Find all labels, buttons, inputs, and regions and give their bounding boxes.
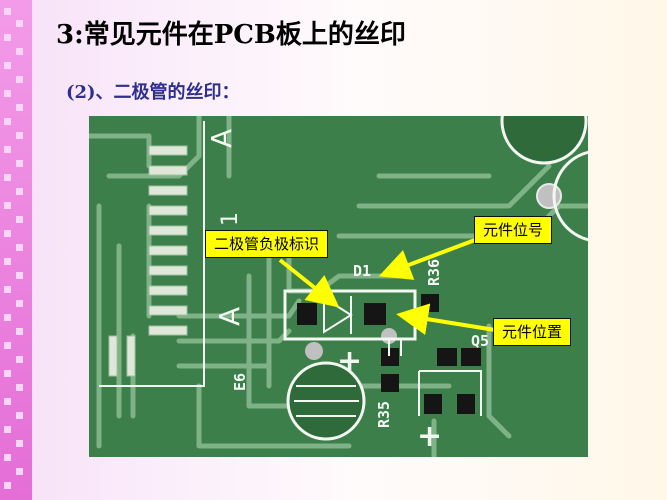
svg-text:A: A <box>205 129 238 148</box>
silk-d1: D1 <box>353 262 371 280</box>
slide-title: 3:常见元件在PCB板上的丝印 <box>56 20 406 50</box>
silk-r36: R36 <box>425 259 443 286</box>
svg-text:1: 1 <box>218 212 243 226</box>
silk-e6: E6 <box>231 373 249 391</box>
plus-silk-lower: + <box>417 419 442 454</box>
svg-text:A: A <box>213 307 246 326</box>
pcb-photo: A A 1 + + D1 R36 R35 E6 Q5 <box>89 116 588 457</box>
slide-subtitle: (2)、二极管的丝印： <box>66 82 240 103</box>
silk-r35: R35 <box>375 401 393 428</box>
decorative-sidebar <box>0 0 32 500</box>
silk-q5: Q5 <box>471 332 489 350</box>
callout-cathode-mark: 二极管负极标识 <box>205 230 329 258</box>
callout-position: 元件位置 <box>493 318 572 346</box>
pcb-illustration: A A 1 + + D1 R36 R35 E6 Q5 <box>89 116 588 457</box>
callout-ref-designator: 元件位号 <box>474 216 553 244</box>
plus-silk-upper: + <box>337 344 362 379</box>
